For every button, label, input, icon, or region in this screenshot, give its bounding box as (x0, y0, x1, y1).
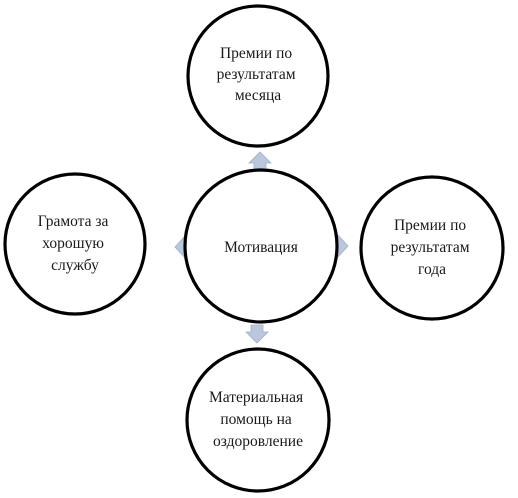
node-bottom-label: Материальная помощь на оздоровление (209, 389, 307, 450)
node-left: Грамота за хорошую службу (3, 172, 147, 316)
node-right-line-1: Премии по (394, 217, 466, 234)
arrow-up (248, 151, 272, 171)
node-bottom-line-2: помощь на (220, 411, 291, 428)
node-right-line-2: результатам (391, 239, 470, 256)
node-right-label: Премии по результатам года (391, 217, 474, 278)
node-bottom: Материальная помощь на оздоровление (185, 347, 331, 493)
node-center-line-1: Мотивация (224, 239, 298, 256)
node-center-circle (183, 168, 339, 324)
node-top: Премии по результатам месяца (186, 4, 330, 148)
node-center: Мотивация (183, 168, 339, 324)
node-bottom-line-3: оздоровление (213, 433, 303, 450)
node-left-line-2: хорошую (42, 235, 104, 252)
node-top-line-3: месяца (235, 87, 281, 104)
node-center-label: Мотивация (224, 239, 298, 256)
node-top-line-1: Премии по (220, 45, 292, 62)
node-left-line-3: службу (51, 257, 99, 274)
node-bottom-line-1: Материальная (209, 389, 303, 406)
node-top-label: Премии по результатам месяца (217, 45, 300, 104)
node-bottom-circle (185, 347, 331, 493)
node-right: Премии по результатам года (359, 175, 505, 321)
node-left-label: Грамота за хорошую службу (38, 213, 113, 274)
node-top-circle (186, 4, 330, 148)
node-left-circle (3, 172, 147, 316)
node-top-line-2: результатам (217, 66, 296, 83)
node-right-circle (359, 175, 505, 321)
node-left-line-1: Грамота за (38, 213, 109, 230)
arrow-down (245, 324, 269, 344)
node-right-line-3: года (418, 261, 446, 278)
